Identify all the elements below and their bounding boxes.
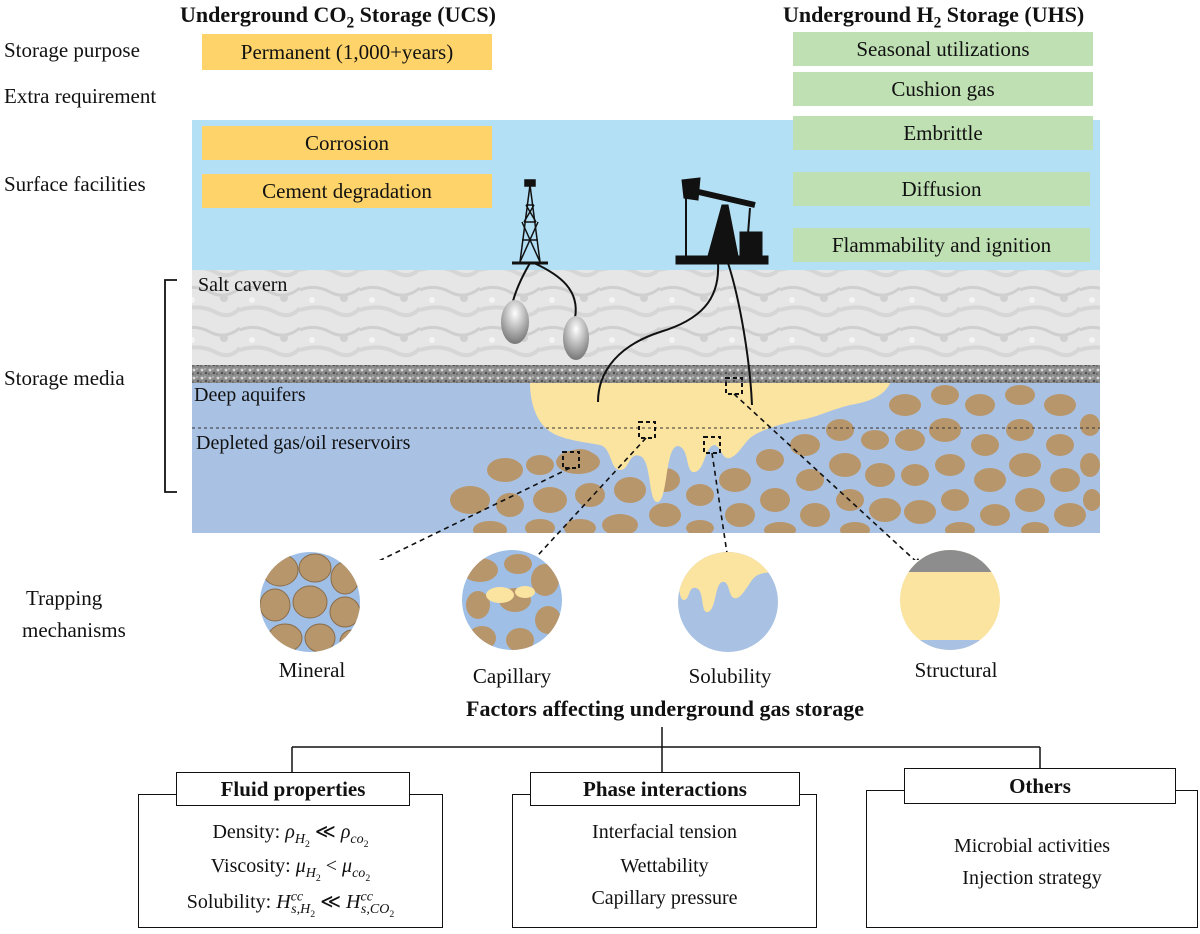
phase-item-2: Wettability xyxy=(620,855,709,877)
ucs-tag-cement: Cement degradation xyxy=(202,174,492,208)
others-title: Others xyxy=(904,768,1176,804)
uhs-tag-cushion: Cushion gas xyxy=(793,72,1093,106)
salt-cavern-1 xyxy=(501,300,529,344)
label-extra-requirement: Extra requirement xyxy=(4,84,157,108)
label-surface-facilities: Surface facilities xyxy=(4,172,146,196)
uhs-header: Underground H2 Storage (UHS) xyxy=(783,2,1084,32)
rock-grains xyxy=(450,385,1100,533)
factors-title: Factors affecting underground gas storag… xyxy=(466,696,864,721)
ucs-header-text: Underground CO xyxy=(180,2,347,27)
uhs-header-sub: 2 xyxy=(933,14,942,32)
structural-circle xyxy=(900,550,1000,650)
others-item-1: Microbial activities xyxy=(953,835,1111,857)
uhs-tag-embrittle: Embrittle xyxy=(793,116,1093,150)
density-label: Density: xyxy=(212,821,286,843)
phase-interactions-box: Interfacial tension Wettability Capillar… xyxy=(512,794,817,928)
uhs-tag-flammability: Flammability and ignition xyxy=(793,228,1090,262)
others-item-2: Injection strategy xyxy=(962,867,1102,889)
mechanism-label-solubility: Solubility xyxy=(688,664,772,688)
ucs-header-suffix: Storage (UCS) xyxy=(354,2,496,27)
well-line-4 xyxy=(727,262,753,406)
factors-tree xyxy=(291,727,1041,773)
solubility-label: Solubility: xyxy=(186,891,277,913)
ucs-header-sub: 2 xyxy=(346,14,355,32)
solubility-circle xyxy=(678,552,778,652)
fluid-properties-box: Density: ρH2 ≪ ρco2 Viscosity: μH2 < μco… xyxy=(138,794,443,928)
viscosity-line: Viscosity: μH2 < μco2 xyxy=(210,855,371,884)
layer-label-aquifers: Deep aquifers xyxy=(194,384,306,406)
caprock-layer xyxy=(192,365,1100,383)
ucs-tag-corrosion: Corrosion xyxy=(202,126,492,160)
layer-label-depleted: Depleted gas/oil reservoirs xyxy=(196,432,411,454)
pump-jack xyxy=(675,177,769,265)
label-storage-purpose: Storage purpose xyxy=(4,38,140,62)
mechanism-label-mineral: Mineral xyxy=(278,658,346,682)
layer-label-salt: Salt cavern xyxy=(198,274,288,296)
uhs-header-text: Underground H xyxy=(783,2,934,27)
trapping-circles xyxy=(260,550,1000,652)
gas-plume xyxy=(530,383,890,503)
mechanism-label-structural: Structural xyxy=(914,658,998,682)
viscosity-label: Viscosity: xyxy=(210,855,296,877)
storage-media-bracket xyxy=(164,279,177,493)
salt-layer xyxy=(192,270,1100,365)
label-trapping-line1: Trapping xyxy=(26,586,103,610)
focus-boxes xyxy=(562,377,743,469)
well-line-2 xyxy=(533,262,577,319)
label-storage-media: Storage media xyxy=(4,366,125,390)
label-trapping-line2: mechanisms xyxy=(22,618,126,642)
solubility-line: Solubility: Hccs,H2 ≪ Hccs,CO2 xyxy=(186,889,395,920)
well-line-3 xyxy=(597,262,720,403)
capillary-circle xyxy=(462,550,562,650)
storage-cross-section xyxy=(192,120,1100,560)
fluid-properties-title: Fluid properties xyxy=(176,772,410,806)
others-box: Microbial activities Injection strategy xyxy=(866,790,1198,928)
uhs-tag-diffusion: Diffusion xyxy=(793,172,1090,206)
uhs-tag-seasonal: Seasonal utilizations xyxy=(793,32,1093,66)
ucs-header: Underground CO2 Storage (UCS) xyxy=(180,2,496,32)
salt-cavern-2 xyxy=(563,316,589,360)
ucs-tag-permanent: Permanent (1,000+years) xyxy=(202,34,492,70)
mineral-circle xyxy=(260,552,360,652)
density-line: Density: ρH2 ≪ ρco2 xyxy=(212,821,369,850)
phase-item-3: Capillary pressure xyxy=(591,887,738,909)
trapping-arrows xyxy=(378,393,916,560)
phase-item-1: Interfacial tension xyxy=(592,821,737,843)
phase-interactions-title: Phase interactions xyxy=(530,772,800,806)
drilling-rig xyxy=(512,179,548,265)
uhs-header-suffix: Storage (UHS) xyxy=(941,2,1085,27)
mechanism-label-capillary: Capillary xyxy=(472,664,552,688)
